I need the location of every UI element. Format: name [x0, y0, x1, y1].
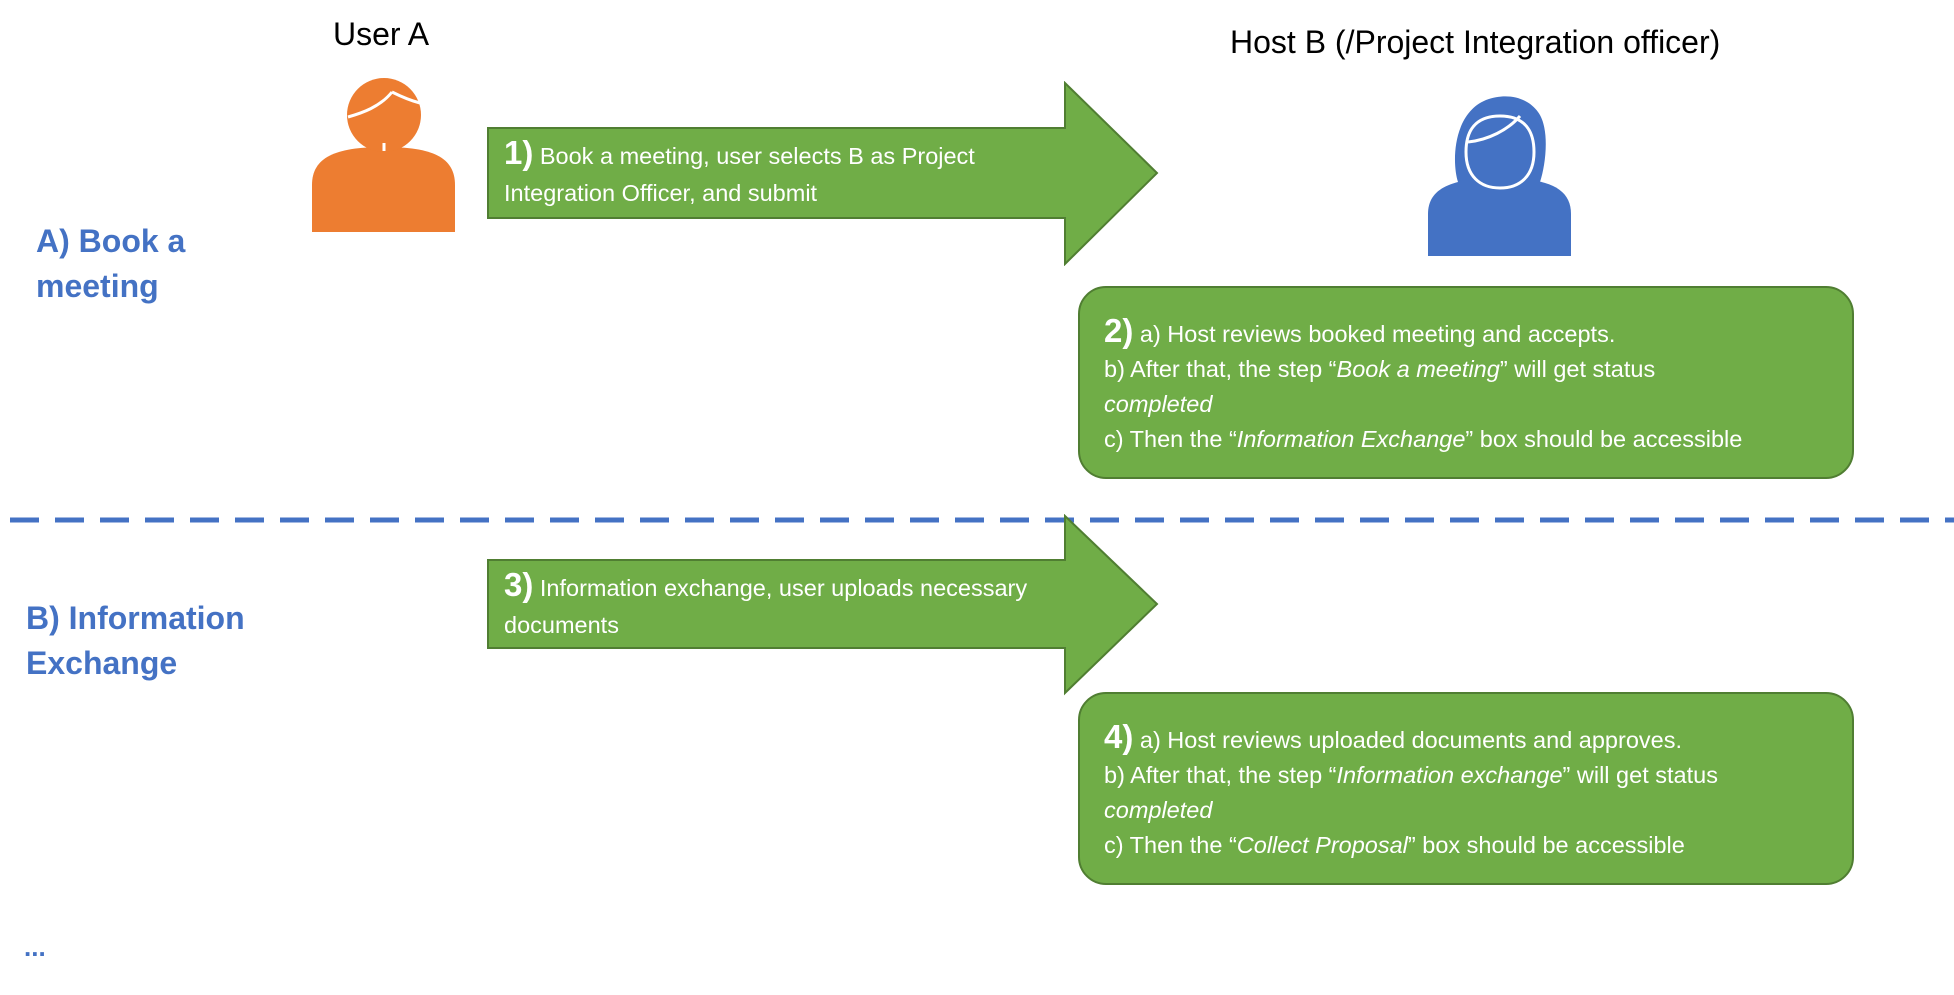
- step-4-b-italic: Information exchange: [1336, 762, 1563, 788]
- more-ellipsis: ...: [24, 932, 46, 962]
- section-b-line2: Exchange: [26, 645, 178, 681]
- step-4-c-post: ” box should be accessible: [1407, 832, 1685, 858]
- step-3-arrow: 3) Information exchange, user uploads ne…: [486, 514, 1159, 696]
- section-b-line1: B) Information: [26, 600, 245, 636]
- step-2-number: 2): [1104, 312, 1134, 349]
- step-4-b-post: ” will get status: [1562, 762, 1718, 788]
- step-3-line2: documents: [504, 612, 619, 638]
- step-2-a: a) Host reviews booked meeting and accep…: [1133, 321, 1616, 347]
- step-2-b-pre: b) After that, the step “: [1104, 356, 1337, 382]
- person-icon: [312, 77, 455, 238]
- step-1-number: 1): [504, 134, 534, 171]
- step-1-text: 1) Book a meeting, user selects B as Pro…: [504, 136, 975, 212]
- step-2-b-cont: completed: [1104, 391, 1213, 417]
- step-3-number: 3): [504, 566, 534, 603]
- step-2-c-post: ” box should be accessible: [1465, 426, 1743, 452]
- step-4-box: 4) a) Host reviews uploaded documents an…: [1078, 692, 1854, 885]
- step-1-line2: Integration Officer, and submit: [504, 180, 818, 206]
- step-1-line1: Book a meeting, user selects B as Projec…: [533, 143, 975, 169]
- person-female-icon: [1428, 94, 1571, 262]
- user-a-label: User A: [333, 16, 430, 52]
- step-3-text: 3) Information exchange, user uploads ne…: [504, 568, 1027, 644]
- step-2-b-italic: Book a meeting: [1336, 356, 1500, 382]
- step-4-a: a) Host reviews uploaded documents and a…: [1133, 727, 1682, 753]
- step-3-line1: Information exchange, user uploads neces…: [533, 575, 1028, 601]
- step-4-c-italic: Collect Proposal: [1236, 832, 1408, 858]
- section-divider: [10, 510, 1954, 523]
- host-b-label: Host B (/Project Integration officer): [1230, 24, 1721, 60]
- section-a-line1: A) Book a: [36, 223, 186, 259]
- step-2-box: 2) a) Host reviews booked meeting and ac…: [1078, 286, 1854, 479]
- step-2-b-post: ” will get status: [1499, 356, 1656, 382]
- step-2-c-italic: Information Exchange: [1236, 426, 1466, 452]
- section-b-label: B) Information Exchange: [26, 596, 245, 686]
- step-2-c-pre: c) Then the “: [1104, 426, 1237, 452]
- step-4-c-pre: c) Then the “: [1104, 832, 1237, 858]
- step-4-number: 4): [1104, 718, 1134, 755]
- step-1-arrow: 1) Book a meeting, user selects B as Pro…: [486, 81, 1159, 266]
- step-4-b-cont: completed: [1104, 797, 1213, 823]
- section-a-label: A) Book a meeting: [36, 219, 185, 309]
- section-a-line2: meeting: [36, 268, 159, 304]
- step-4-b-pre: b) After that, the step “: [1104, 762, 1337, 788]
